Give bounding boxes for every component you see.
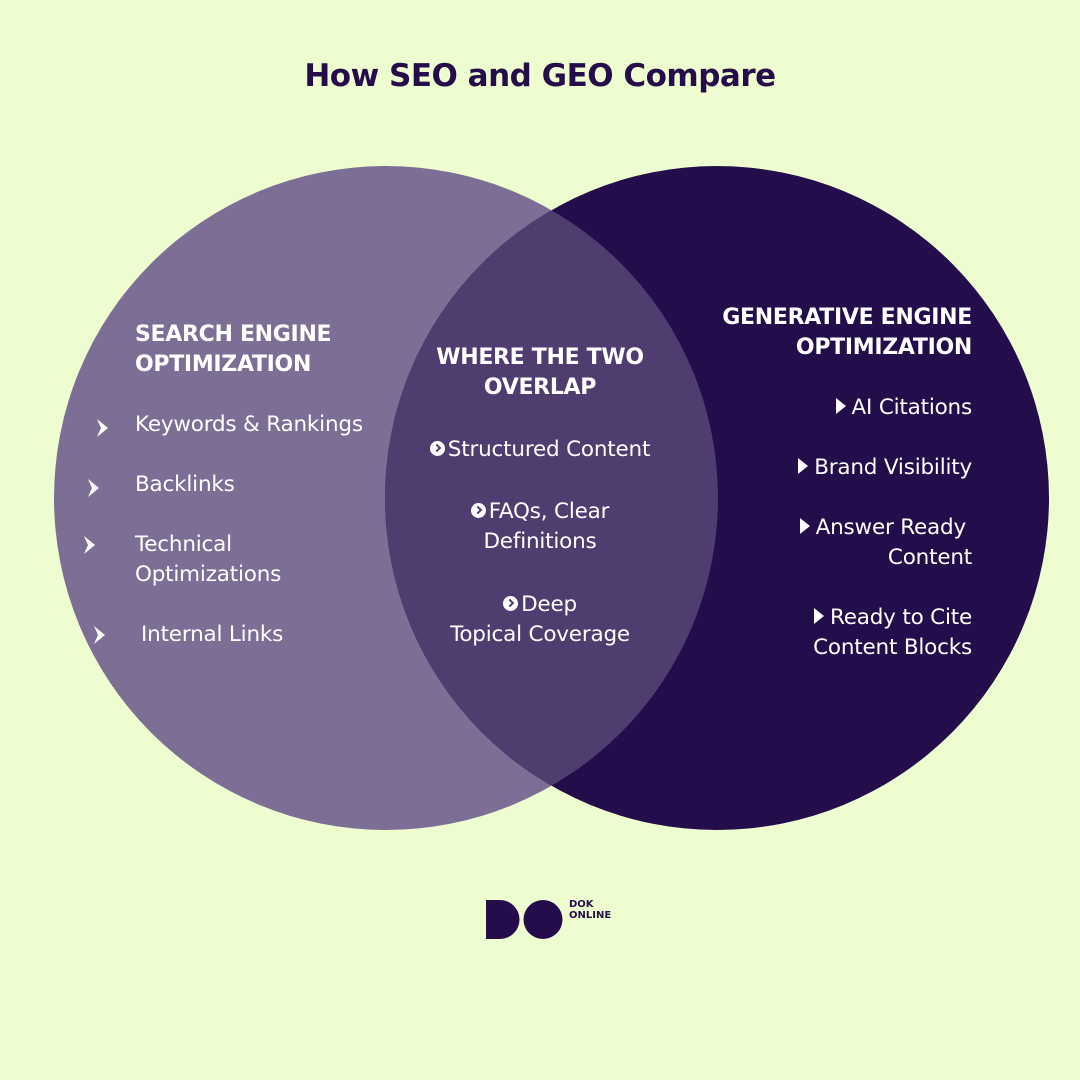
seo-item-backlinks: Backlinks	[135, 472, 235, 497]
chevron-right-icon	[88, 479, 99, 497]
overlap-heading-line2: OVERLAP	[483, 375, 597, 400]
geo-item-answer-ready: Answer Ready Content	[799, 513, 972, 573]
overlap-item-faqs-line2: Definitions	[483, 529, 597, 554]
geo-item-ai-citations: AI Citations	[835, 393, 973, 423]
geo-heading-line2: OPTIMIZATION	[795, 335, 972, 360]
geo-heading: GENERATIVE ENGINE OPTIMIZATION	[680, 303, 972, 363]
geo-item-answer-ready-line1: Answer Ready	[815, 515, 967, 540]
seo-item-technical: Technical Optimizations	[135, 530, 281, 590]
dok-online-logo: DO	[486, 900, 563, 939]
overlap-heading: WHERE THE TWO OVERLAP	[400, 343, 680, 403]
seo-item-technical-line2: Optimizations	[135, 562, 282, 587]
overlap-region	[385, 166, 718, 830]
chevron-right-icon	[813, 608, 824, 624]
circle-arrow-icon	[503, 595, 519, 611]
overlap-item-faqs: FAQs, Clear Definitions	[400, 497, 680, 557]
overlap-item-topical: Deep Topical Coverage	[400, 590, 680, 650]
diagram-title: How SEO and GEO Compare	[304, 58, 776, 94]
overlap-item-topical-line1: Deep	[521, 592, 577, 617]
overlap-item-structured-label: Structured Content	[447, 437, 651, 462]
chevron-right-icon	[94, 626, 105, 644]
seo-item-keywords: Keywords & Rankings	[135, 412, 363, 437]
circle-arrow-icon	[470, 502, 486, 518]
seo-item-technical-line1: Technical	[135, 532, 232, 557]
chevron-right-icon	[97, 419, 108, 437]
geo-item-answer-ready-line2: Content	[887, 545, 972, 570]
geo-item-brand-visibility: Brand Visibility	[798, 453, 972, 483]
chevron-right-icon	[84, 536, 95, 554]
logo-wordmark: DOK ONLINE	[569, 899, 611, 921]
seo-heading: SEARCH ENGINE OPTIMIZATION	[135, 320, 332, 380]
chevron-right-icon	[798, 458, 809, 474]
geo-item-ai-citations-label: AI Citations	[851, 395, 973, 420]
overlap-heading-line1: WHERE THE TWO	[436, 345, 644, 370]
chevron-right-icon	[799, 518, 810, 534]
geo-item-ready-to-cite: Ready to Cite Content Blocks	[813, 603, 972, 663]
seo-item-internal-links: Internal Links	[141, 622, 284, 647]
chevron-right-icon	[835, 398, 846, 414]
overlap-item-topical-line2: Topical Coverage	[450, 622, 630, 647]
geo-item-ready-to-cite-line1: Ready to Cite	[829, 605, 972, 630]
geo-item-brand-visibility-label: Brand Visibility	[814, 455, 972, 480]
seo-heading-line1: SEARCH ENGINE	[135, 322, 332, 347]
overlap-item-structured: Structured Content	[400, 435, 680, 465]
geo-heading-line1: GENERATIVE ENGINE	[722, 305, 972, 330]
overlap-item-faqs-line1: FAQs, Clear	[488, 499, 610, 524]
circle-arrow-icon	[429, 440, 445, 456]
seo-heading-line2: OPTIMIZATION	[135, 352, 312, 377]
geo-item-ready-to-cite-line2: Content Blocks	[813, 635, 972, 660]
logo-text-line1: DOK	[569, 899, 594, 910]
logo-text-line2: ONLINE	[569, 910, 612, 921]
